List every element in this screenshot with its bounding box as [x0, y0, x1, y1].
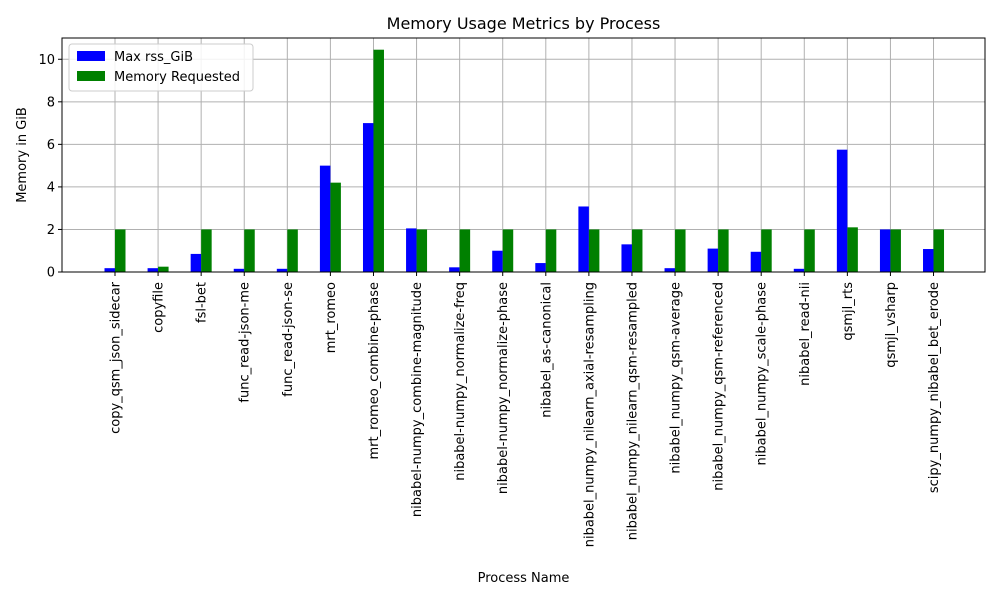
legend-label: Memory Requested: [114, 70, 240, 85]
bar-memory-requested: [588, 229, 600, 272]
bar-max-rss: [147, 268, 159, 272]
bar-memory-requested: [761, 229, 772, 272]
bar-memory-requested: [545, 229, 557, 272]
bar-max-rss: [233, 268, 245, 272]
legend-box: [68, 43, 254, 92]
bar-memory-requested: [804, 229, 815, 272]
x-tick-label: nibabel-numpy_normalize-phase: [496, 282, 511, 494]
bar-max-rss: [879, 229, 891, 272]
bar-memory-requested: [115, 229, 126, 272]
bar-max-rss: [836, 149, 848, 272]
bar-memory-requested: [201, 229, 212, 272]
y-tick-label: 8: [47, 95, 55, 110]
x-tick-label: nibabel_numpy_qsm-referenced: [712, 282, 727, 491]
bar-max-rss: [535, 263, 546, 272]
x-tick-label: nibabel_as-canonical: [539, 282, 554, 418]
x-axis-label: Process Name: [478, 571, 570, 586]
bar-max-rss: [449, 267, 460, 272]
x-tick-label: mrt_romeo: [324, 282, 339, 353]
bar-max-rss: [406, 228, 417, 272]
bar-memory-requested: [373, 49, 384, 273]
x-tick-label: fsl-bet: [195, 282, 210, 323]
x-tick-label: nibabel-numpy_normalize-freq: [453, 282, 468, 481]
bars: [104, 49, 945, 273]
bar-memory-requested: [459, 229, 471, 272]
x-tick-label: qsmjl_rts: [841, 282, 856, 341]
y-tick-label: 10: [38, 53, 55, 68]
x-tick-label: nibabel_numpy_qsm-average: [669, 282, 684, 474]
plot-frame: [61, 37, 986, 273]
legend-swatch: [77, 71, 105, 81]
x-tick-label: scipy_numpy_nibabel_bet_erode: [927, 282, 942, 493]
bar-max-rss: [104, 268, 115, 272]
bar-memory-requested: [244, 229, 255, 272]
bar-max-rss: [707, 248, 719, 272]
x-tick-label: mrt_romeo_combine-phase: [367, 282, 382, 460]
chart-title: Memory Usage Metrics by Process: [387, 14, 661, 33]
legend: Max rss_GiB Memory Requested: [68, 43, 254, 92]
bar-max-rss: [923, 249, 934, 272]
bar-max-rss: [578, 206, 589, 272]
bar-max-rss: [362, 123, 374, 272]
x-tick-label: nibabel_read-nii: [798, 282, 813, 386]
bar-memory-requested: [287, 229, 298, 272]
bar-memory-requested: [675, 229, 686, 272]
x-tick-label: func_read-json-me: [238, 282, 253, 403]
bar-memory-requested: [330, 182, 341, 272]
bar-memory-requested: [631, 229, 643, 272]
x-tick-label: nibabel-numpy_combine-magnitude: [410, 282, 425, 517]
x-tick-label: nibabel_numpy_nilearn_qsm-resampled: [625, 282, 640, 540]
bar-memory-requested: [933, 229, 945, 272]
bar-max-rss: [190, 253, 202, 272]
legend-label: Max rss_GiB: [114, 50, 193, 65]
bar-memory-requested: [158, 266, 169, 272]
bar-memory-requested: [502, 229, 514, 272]
bar-max-rss: [276, 268, 288, 272]
y-tick-label: 4: [47, 180, 55, 195]
legend-swatch: [77, 51, 105, 61]
y-tick-label: 0: [47, 266, 55, 281]
bar-max-rss: [750, 251, 762, 272]
bar-max-rss: [319, 165, 331, 272]
y-axis: 0 2 4 6 8 10: [38, 53, 62, 281]
y-tick-label: 2: [47, 223, 55, 238]
x-tick-label: qsmjl_vsharp: [884, 282, 899, 368]
x-tick-label: copy_qsm_json_sidecar: [109, 281, 124, 434]
x-tick-label: copyfile: [152, 282, 167, 333]
y-tick-label: 6: [47, 138, 55, 153]
x-tick-label: nibabel_numpy_scale-phase: [755, 282, 770, 465]
bar-max-rss: [492, 250, 503, 272]
bar-memory-requested: [416, 229, 428, 272]
bar-memory-requested: [890, 229, 901, 272]
y-axis-label: Memory in GiB: [15, 107, 30, 203]
x-tick-label: func_read-json-se: [281, 282, 296, 397]
bar-memory-requested: [718, 229, 729, 272]
bar-max-rss: [621, 244, 632, 272]
bar-max-rss: [793, 268, 805, 272]
bar-memory-requested: [847, 227, 858, 272]
bar-max-rss: [664, 268, 676, 272]
x-tick-label: nibabel_numpy_nilearn_axial-resampling: [582, 282, 597, 547]
x-axis: copy_qsm_json_sidecar copyfile fsl-bet func…: [109, 272, 942, 547]
